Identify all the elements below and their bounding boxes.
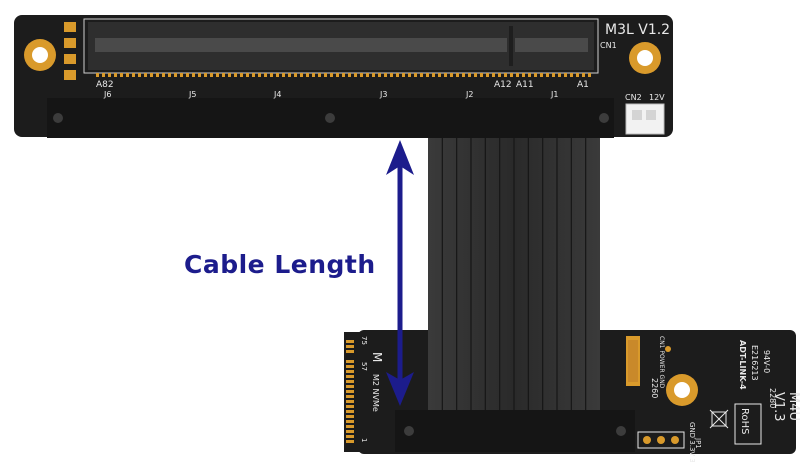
- rohs-mark: [734, 403, 762, 445]
- cable-length-caption: Cable Length: [184, 250, 376, 279]
- power-connector-voltage: 12V: [649, 93, 665, 102]
- pin-label-a12: A12: [494, 80, 512, 90]
- power-connector-ref: CN2: [625, 93, 642, 102]
- pin-label-57: 57: [360, 362, 368, 371]
- led-labels: CN1 POWER GND: [658, 336, 665, 389]
- m2-gold-fingers: [346, 340, 354, 443]
- key-label: M: [370, 352, 384, 362]
- jumper-label-j3: J3: [379, 90, 387, 99]
- jumper-label-j5: J5: [188, 90, 196, 99]
- pin-label-a1: A1: [577, 80, 589, 90]
- mounting-hole: [666, 374, 698, 406]
- m2-nvme-label: M2 NVMe: [371, 374, 380, 412]
- cert-text-e216213: E216213: [750, 345, 759, 381]
- jumper-label-j4: J4: [273, 90, 281, 99]
- jumper-label-j2: J2: [465, 90, 473, 99]
- jumper-labels: GND 3.3V 3.3V: [688, 422, 696, 462]
- pin-label-75: 75: [360, 336, 368, 345]
- mounting-hole: [629, 42, 661, 74]
- jumper-label-j6: J6: [103, 90, 111, 99]
- power-connector: [625, 103, 665, 135]
- svg-text:RoHS: RoHS: [739, 408, 750, 434]
- pin-label-a11: A11: [516, 80, 534, 90]
- size-label-2280: 2280: [768, 388, 777, 408]
- bottom-board-model: M4U: [786, 392, 800, 421]
- cert-text-94v0: 94V-0: [762, 350, 771, 373]
- jumper-ref: JP1: [694, 437, 702, 449]
- pin-label-1: 1: [360, 438, 368, 442]
- bottom-bracket: [395, 410, 635, 452]
- jp1-header: [637, 431, 685, 449]
- bottom-board-m4u: RoHS M4U V1.3 94V-0 E216213 ADT-LINK-4 2…: [344, 330, 800, 466]
- top-board-m3l: M3L V1.2 CN1 A82 A12 A11 A1 J6 J5 J4 J3 …: [14, 15, 673, 138]
- cable-length-arrow: [386, 140, 414, 406]
- pin-row: [96, 73, 591, 77]
- slot-ref-label: CN1: [600, 41, 617, 50]
- size-label-2260: 2260: [650, 378, 659, 398]
- bottom-board-version: V1.3: [771, 392, 786, 422]
- top-board-model: M3L V1.2: [605, 22, 670, 38]
- pin-label-a82: A82: [96, 80, 114, 90]
- mounting-hole: [24, 39, 56, 71]
- jumper-label-j1: J1: [550, 90, 558, 99]
- cert-text-adt: ADT-LINK-4: [738, 340, 747, 390]
- weee-icon: [709, 409, 729, 429]
